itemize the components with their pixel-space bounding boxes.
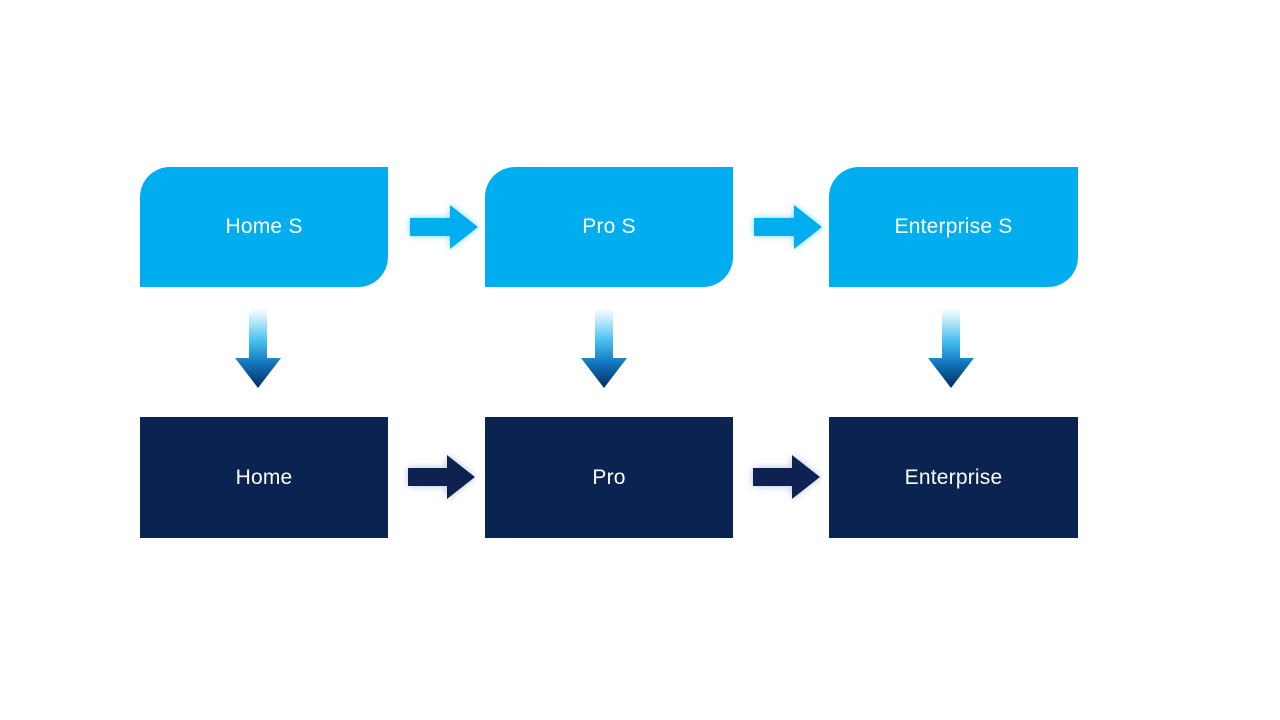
- arrow-right-pro-s-to-enterprise-s: [752, 203, 824, 251]
- arrow-right-home-to-pro: [405, 453, 478, 501]
- node-home-s-label: Home S: [225, 215, 303, 239]
- arrow-down-enterprise-s-to-enterprise: [926, 308, 976, 390]
- node-enterprise[interactable]: Enterprise: [829, 417, 1078, 538]
- arrow-down-pro-s-to-pro: [579, 308, 629, 390]
- node-home[interactable]: Home: [140, 417, 388, 538]
- node-enterprise-s[interactable]: Enterprise S: [829, 167, 1078, 287]
- node-home-s[interactable]: Home S: [140, 167, 388, 287]
- node-enterprise-label: Enterprise: [904, 465, 1003, 489]
- node-pro-s-label: Pro S: [582, 215, 636, 239]
- node-enterprise-s-label: Enterprise S: [894, 215, 1013, 239]
- node-home-label: Home: [235, 465, 293, 489]
- arrow-right-pro-to-enterprise: [750, 453, 823, 501]
- arrow-down-home-s-to-home: [233, 308, 283, 390]
- arrow-right-home-s-to-pro-s: [408, 203, 480, 251]
- node-pro-label: Pro: [592, 465, 626, 489]
- node-pro-s[interactable]: Pro S: [485, 167, 733, 287]
- node-pro[interactable]: Pro: [485, 417, 733, 538]
